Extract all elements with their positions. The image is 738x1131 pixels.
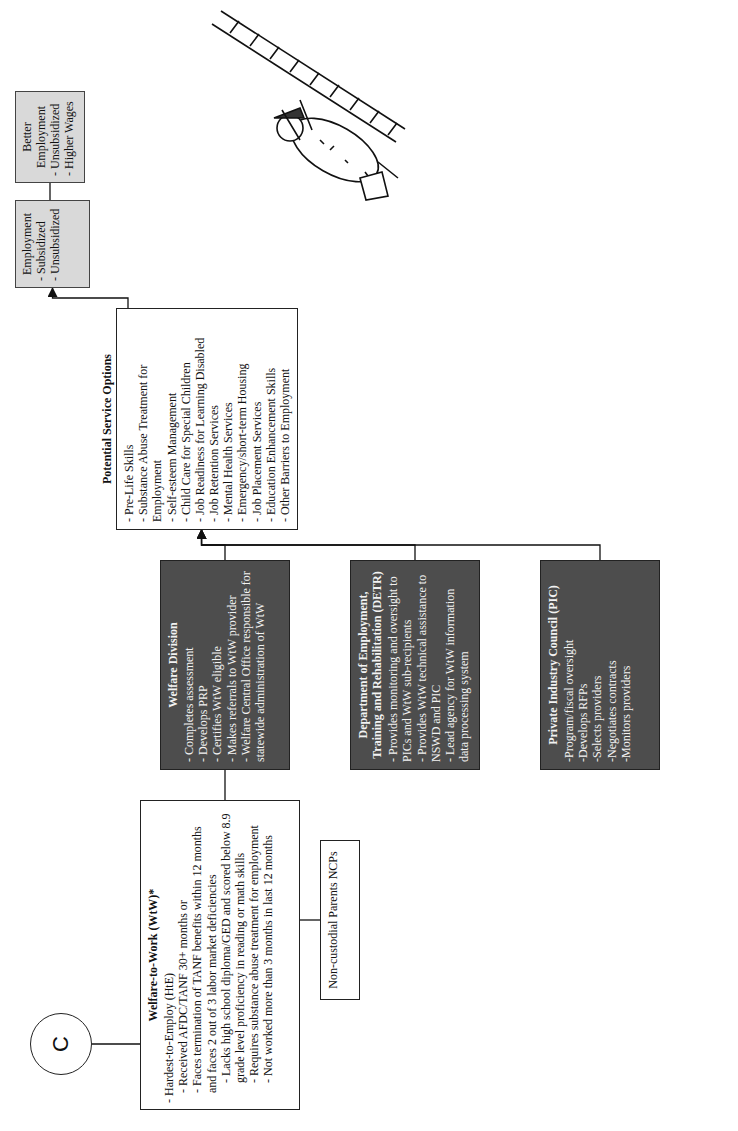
service-item: - Child Care for Special Children: [179, 316, 193, 522]
bullet-item: - Higher Wages: [62, 98, 76, 176]
service-item: - Self-esteem Management: [165, 316, 179, 522]
circle-letter: C: [48, 1036, 74, 1052]
bullet-item: - Requires substance abuse treatment for…: [247, 807, 261, 1083]
bullet-item: - Not worked more than 3 months in last …: [261, 807, 275, 1083]
bullet-item: - Completes assessment: [182, 568, 196, 762]
bullet-item: - Provides monitoring and oversight to P…: [386, 568, 414, 762]
agency-box: Private Industry Council (PIC)-Program/f…: [540, 560, 660, 770]
connector-line: [92, 1043, 140, 1044]
connector-line: [300, 919, 320, 920]
ladder-rail: [221, 11, 405, 129]
climber-arms: [282, 100, 312, 140]
connector-line: [224, 770, 225, 800]
service-item: - Pre-Life Skills: [122, 316, 136, 522]
bullet-item: -Program/fiscal oversight: [562, 568, 576, 762]
box-heading: Department of Employment, Training and R…: [356, 568, 384, 762]
section-heading: Potential Service Options: [100, 308, 114, 530]
box-heading: Welfare-to-Work (WtW)*: [146, 807, 160, 1103]
box-heading: Private Industry Council (PIC): [546, 568, 560, 762]
coat-marks: [320, 140, 348, 163]
services-box: Potential Service Options- Pre-Life Skil…: [100, 308, 298, 530]
agency-box: Department of Employment, Training and R…: [350, 560, 480, 770]
bullet-item: - Hardest-to-Employ (HtE): [162, 807, 176, 1103]
bullet-item: - Certifies WtW eligible: [210, 568, 224, 762]
service-item: - Education Enhancement Skills: [264, 316, 278, 522]
bullet-item: - Unsubsidized: [48, 98, 62, 176]
bullet-item: - Faces termination of TANF benefits wit…: [190, 807, 218, 1093]
outcome-box: Employment- Subsidized- Unsubsidized: [15, 200, 90, 288]
service-item: - Emergency/short-term Housing: [235, 316, 249, 522]
connector-line: [53, 288, 129, 308]
connector-circle: C: [30, 1013, 92, 1075]
bullet-item: - Subsidized: [34, 207, 48, 281]
paint-bucket: [360, 172, 388, 200]
bullet-item: - Develops PRP: [196, 568, 210, 762]
bullet-item: -Negotiates contracts: [605, 568, 619, 762]
service-item: - Job Readiness for Learning Disabled: [193, 316, 207, 522]
bullet-item: - Lead agency for WtW information data p…: [443, 568, 471, 762]
box-label: Non-custodial Parents NCPs: [326, 847, 340, 993]
ncp-box: Non-custodial Parents NCPs: [320, 840, 360, 1000]
bullet-item: - Makes referrals to WtW provider: [225, 568, 239, 762]
agency-box: Welfare Division- Completes assessment- …: [160, 560, 290, 770]
service-item: - Substance Abuse Treatment for Employme…: [136, 316, 164, 522]
bullet-item: - Lacks high school diploma/GED and scor…: [219, 807, 247, 1083]
box-heading: Better Employment: [20, 98, 48, 176]
connector-line: [202, 530, 600, 560]
climber-figure: [212, 11, 405, 200]
bullet-item: - Provides WtW technical assistance to N…: [415, 568, 443, 762]
bullet-item: -Monitors providers: [619, 568, 633, 762]
bullet-item: - Received AFDC/TANF 30+ months or: [176, 807, 190, 1093]
service-item: - Job Placement Services: [250, 316, 264, 522]
bullet-item: - Unsubsidized: [48, 207, 62, 281]
service-item: - Mental Health Services: [221, 316, 235, 522]
bullet-item: -Develops RFPs: [576, 568, 590, 762]
service-item: - Other Barriers to Employment: [278, 316, 292, 522]
box-heading: Employment: [20, 207, 34, 281]
services-list: - Pre-Life Skills- Substance Abuse Treat…: [116, 308, 298, 530]
bullet-item: -Selects providers: [590, 568, 604, 762]
outcome-box: Better Employment- Unsubsidized- Higher …: [15, 91, 85, 183]
service-item: - Job Retention Services: [207, 316, 221, 522]
bullet-item: - Welfare Central Office responsible for…: [239, 568, 267, 762]
eligibility-box: Welfare-to-Work (WtW)*- Hardest-to-Emplo…: [140, 800, 300, 1110]
box-heading: Welfare Division: [166, 568, 180, 762]
connector-line: [49, 183, 50, 200]
climber-hat: [274, 108, 304, 118]
